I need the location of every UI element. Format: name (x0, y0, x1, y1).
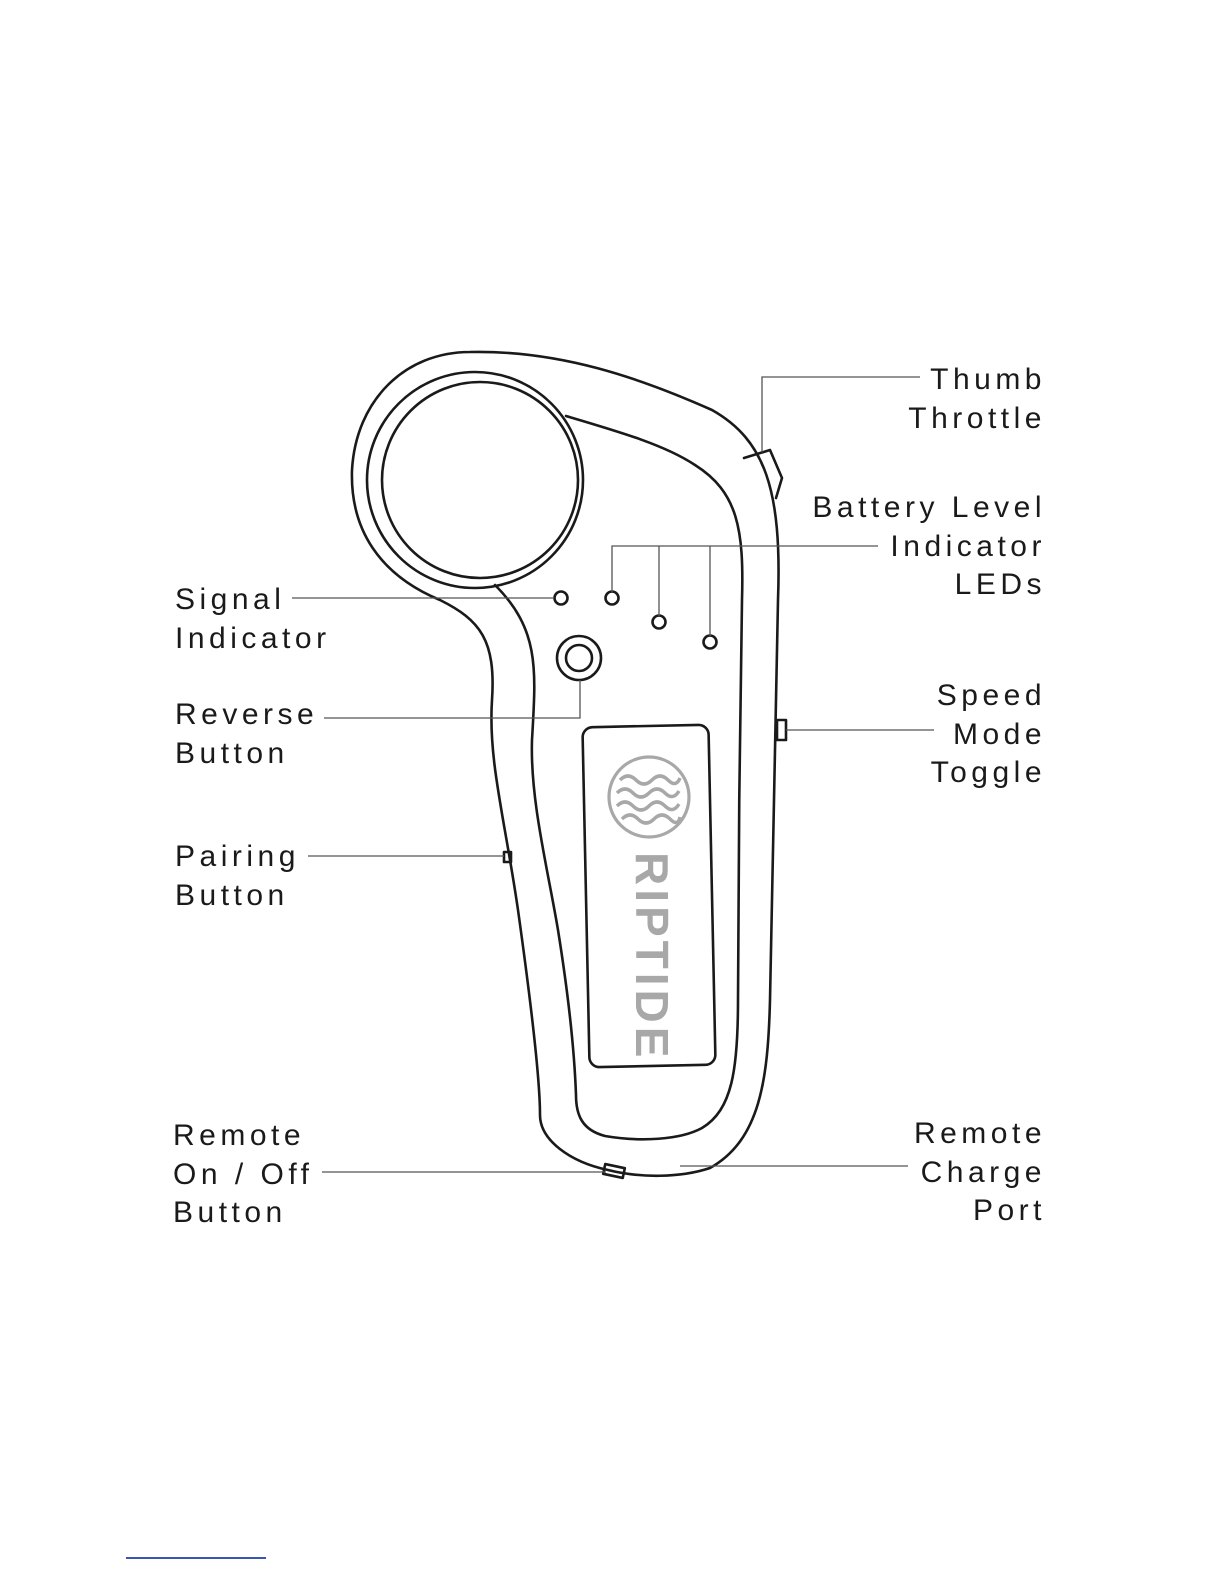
reverse-button-leader (324, 680, 580, 718)
thumb-throttle-cap (382, 382, 578, 578)
riptide-logo (609, 757, 689, 837)
wave-badge-icon (609, 757, 689, 837)
reverse-button-inner (566, 645, 592, 671)
footer-rule (126, 1557, 266, 1559)
reverse-button-outer (557, 636, 601, 680)
battery-led-1 (606, 592, 619, 605)
pairing-button-switch (504, 852, 511, 862)
battery-led-3 (704, 636, 717, 649)
signal-indicator-led (555, 592, 568, 605)
remote-body-inner-outline (495, 416, 742, 1139)
thumb-throttle-leader (762, 377, 920, 452)
label-speed-mode-toggle: Speed Mode Toggle (931, 677, 1046, 793)
speed-mode-toggle-switch (777, 720, 786, 740)
riptide-logo-text: RIPTIDE (626, 852, 678, 1061)
label-battery-level-leds: Battery Level Indicator LEDs (812, 489, 1046, 605)
label-remote-on-off-button: Remote On / Off Button (173, 1117, 314, 1233)
label-thumb-throttle: Thumb Throttle (908, 361, 1046, 438)
label-remote-charge-port: Remote Charge Port (914, 1115, 1046, 1231)
battery-led-2 (653, 616, 666, 629)
thumb-throttle-trigger (744, 450, 782, 498)
label-reverse-button: Reverse Button (175, 696, 318, 773)
label-signal-indicator: Signal Indicator (175, 581, 331, 658)
label-pairing-button: Pairing Button (175, 838, 300, 915)
thumb-throttle-outer-ring (367, 372, 583, 588)
